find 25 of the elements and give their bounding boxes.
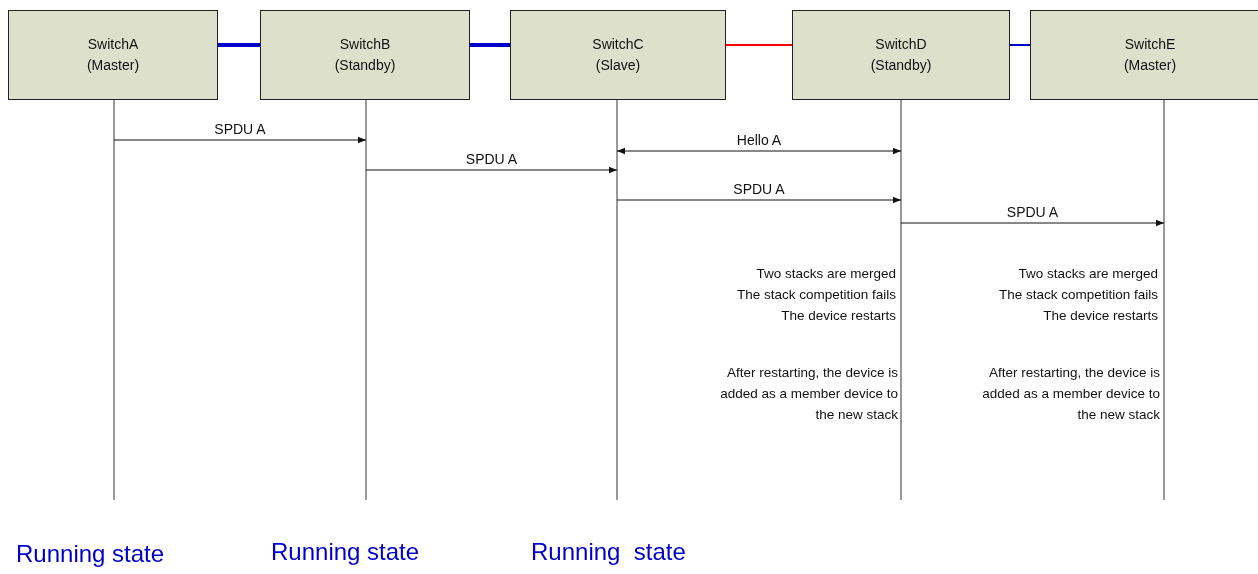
link-line [725,44,793,46]
message-arrow [616,147,902,155]
note-text: The stack competition fails [735,286,896,304]
switch-box: SwitchD (Standby) [792,10,1010,100]
state-label: Running state [531,538,686,566]
note-text: The device restarts [780,307,896,325]
message-arrow [616,196,902,204]
note-text: After restarting, the device is added as a member device to the new stack [719,364,898,424]
message-arrow [365,166,618,174]
switch-box: SwitchB (Standby) [260,10,470,100]
note-text: The stack competition fails [997,286,1158,304]
switch-box: SwitchE (Master) [1030,10,1258,100]
link-line [1009,44,1031,46]
switch-box: SwitchC (Slave) [510,10,726,100]
link-line [218,43,260,47]
note-text: Two stacks are merged [1017,265,1158,283]
state-label: Running state [271,538,420,566]
message-arrow [900,219,1165,227]
note-text: The device restarts [1042,307,1158,325]
switch-box: SwitchA (Master) [8,10,218,100]
link-line [470,43,510,47]
note-text: After restarting, the device is added as a member device to the new stack [981,364,1160,424]
message-arrow [113,136,367,144]
note-text: Two stacks are merged [755,265,896,283]
state-label: Running state [16,540,165,568]
